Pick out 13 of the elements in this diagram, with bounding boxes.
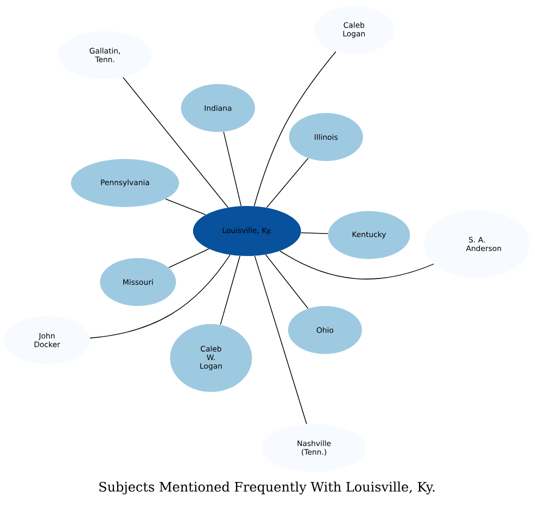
diagram-title: Subjects Mentioned Frequently With Louisville, Ky. (99, 482, 434, 494)
connector-line (90, 254, 230, 338)
connector-line (168, 248, 210, 268)
connector-line (165, 198, 206, 216)
connector-line (300, 232, 328, 234)
connector-line (254, 256, 307, 424)
connector-line (265, 254, 308, 309)
connector-line (223, 132, 242, 206)
connector-line (220, 256, 240, 326)
connector-line (122, 76, 228, 208)
connector-line (254, 51, 336, 206)
connector-line (280, 250, 434, 280)
connector-line (266, 158, 309, 208)
